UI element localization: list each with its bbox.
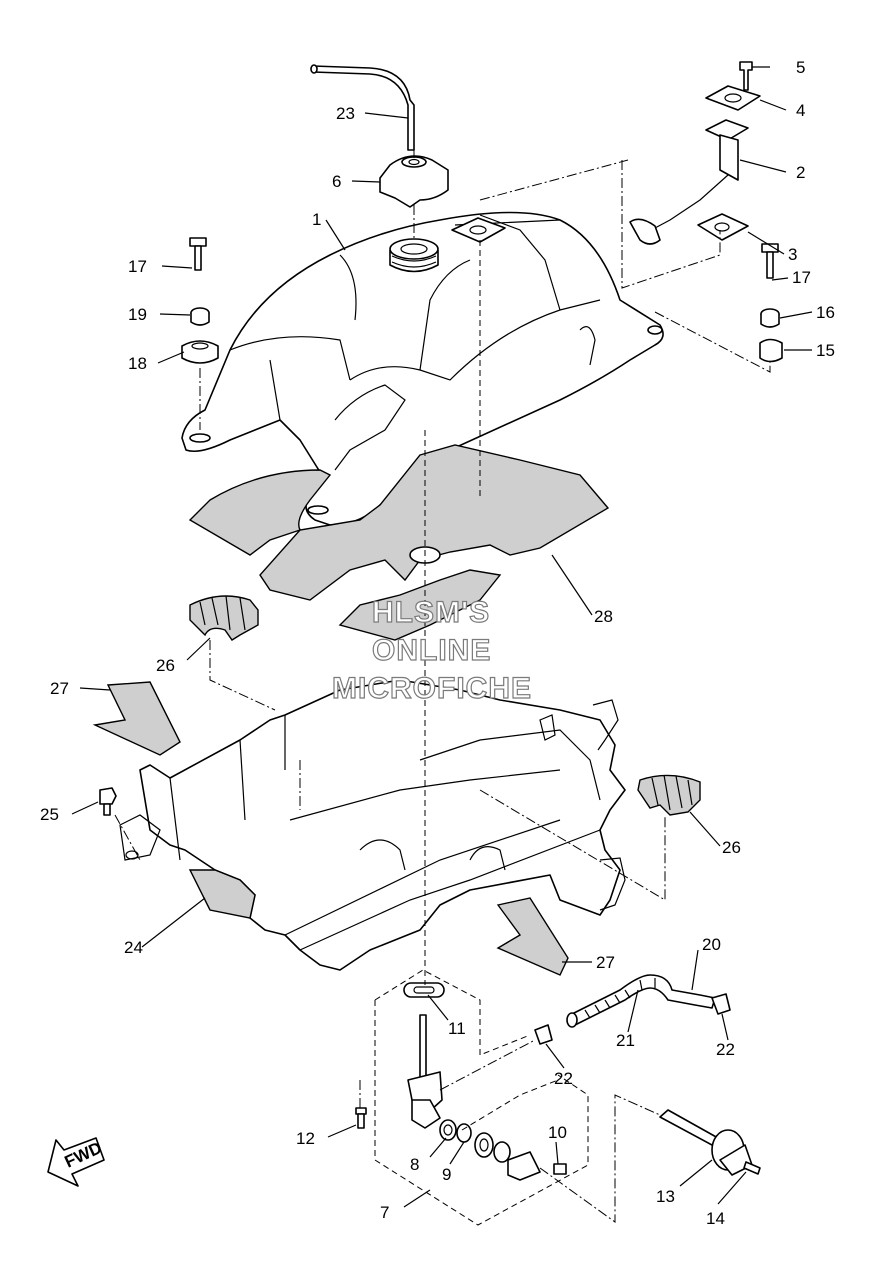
callout-4: 4 (796, 101, 805, 120)
leader-lines (71, 66, 813, 1208)
callout-13: 13 (656, 1187, 675, 1206)
watermark-line-3: MICROFICHE (332, 672, 532, 705)
callout-26-right: 26 (722, 838, 741, 857)
callout-24: 24 (124, 938, 143, 957)
part-cover-left (92, 681, 181, 756)
part-tank-mounting-hardware (181, 237, 783, 364)
watermark: HLSM'S ONLINE MICROFICHE (331, 595, 532, 705)
callout-18: 18 (128, 354, 147, 373)
callout-22-right: 22 (716, 1040, 735, 1059)
callout-5: 5 (796, 58, 805, 77)
part-bolt-25 (99, 787, 117, 816)
callout-10: 10 (548, 1123, 567, 1142)
callout-15: 15 (816, 341, 835, 360)
callout-14: 14 (706, 1209, 725, 1228)
callout-20: 20 (702, 935, 721, 954)
watermark-line-2: ONLINE (372, 634, 491, 667)
part-fuel-cock-assembly (355, 982, 761, 1181)
callout-21: 21 (616, 1031, 635, 1050)
part-fuel-tank (181, 211, 664, 526)
callout-19: 19 (128, 305, 147, 324)
callout-26-left: 26 (156, 656, 175, 675)
part-breather-hose (310, 64, 415, 151)
callout-22-left: 22 (554, 1069, 573, 1088)
callout-16: 16 (816, 303, 835, 322)
part-cover-right (496, 897, 569, 976)
callout-27-left: 27 (50, 679, 69, 698)
callout-28: 28 (594, 607, 613, 626)
callout-25: 25 (40, 805, 59, 824)
part-heat-insulator (188, 444, 610, 641)
callout-23: 23 (336, 104, 355, 123)
callout-2: 2 (796, 163, 805, 182)
callouts: 5 4 2 3 23 6 1 17 19 18 17 16 15 28 26 2… (40, 58, 835, 1228)
callout-3: 3 (788, 245, 797, 264)
part-damper-right (637, 774, 701, 816)
callout-27-right: 27 (596, 953, 615, 972)
callout-8: 8 (410, 1155, 419, 1174)
callout-7: 7 (380, 1203, 389, 1222)
callout-9: 9 (442, 1165, 451, 1184)
fwd-direction-arrow: FWD (47, 1137, 105, 1187)
watermark-line-1: HLSM'S (372, 596, 490, 629)
part-damper-left (189, 595, 259, 641)
callout-17-right: 17 (792, 268, 811, 287)
callout-6: 6 (332, 172, 341, 191)
callout-1: 1 (312, 210, 321, 229)
part-fuel-cap (379, 155, 449, 208)
callout-17-left: 17 (128, 257, 147, 276)
part-frame (119, 679, 626, 971)
callout-12: 12 (296, 1129, 315, 1148)
callout-11: 11 (448, 1019, 466, 1038)
part-hose-clamps (534, 993, 731, 1045)
part-fuel-sender-unit (629, 61, 761, 245)
part-fuel-hose (566, 974, 716, 1028)
alignment-lines (114, 112, 771, 1226)
